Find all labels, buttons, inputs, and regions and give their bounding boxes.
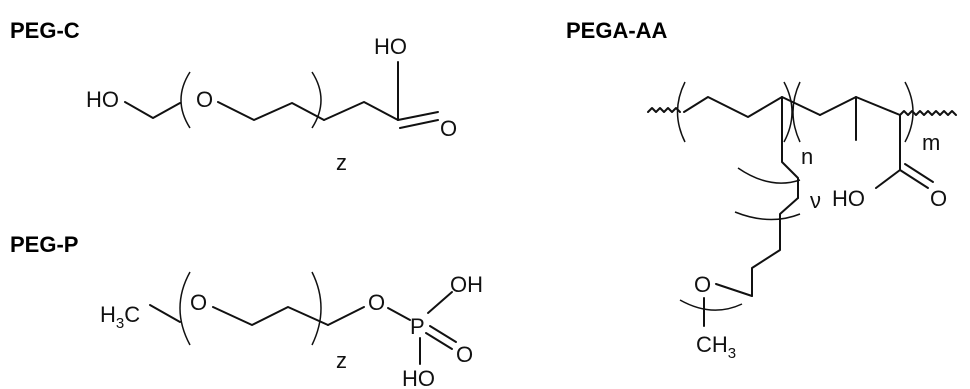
peg-c-right-parenthesis [311, 71, 322, 129]
peg-p-bond-p-o-b [425, 332, 453, 350]
peg-c-bond-repeat [217, 101, 325, 121]
peg-p-left-parenthesis [179, 271, 191, 346]
peg-c-bond-c-o-double [399, 119, 439, 129]
pega-aa-paren-nu-top [737, 167, 801, 184]
peg-c-structure: PEG-C HO O z HO O [10, 18, 457, 175]
pega-aa-backbone [683, 96, 821, 118]
pega-aa-structure: PEGA-AA n m HO O ν O CH3 [566, 18, 957, 362]
pega-aa-bond-c-oh [875, 169, 901, 189]
peg-p-bond-p-oh [427, 291, 453, 314]
pega-aa-paren-n-left [676, 81, 686, 143]
pega-aa-bond-c-o-a [899, 169, 929, 189]
pega-aa-paren-n-right [783, 81, 793, 143]
peg-c-label: PEG-C [10, 18, 80, 43]
pega-aa-bond-sidechain-lower [751, 197, 799, 297]
pega-aa-o-ether: O [694, 272, 711, 297]
pega-aa-paren-nu-bottom [734, 211, 801, 221]
pega-aa-paren-ether [679, 299, 743, 311]
pega-aa-backbone-m [819, 96, 901, 116]
pega-aa-wavy-end-left [647, 107, 681, 113]
peg-p-bond-repeat [212, 306, 329, 326]
pega-aa-label: PEGA-AA [566, 18, 668, 43]
pega-aa-subscript-nu: ν [810, 188, 821, 213]
peg-c-ho-left: HO [86, 87, 119, 112]
peg-p-phosphorus: P [410, 314, 425, 339]
peg-c-bond-tail [323, 101, 399, 121]
peg-c-ho-acid: HO [374, 34, 407, 59]
peg-p-subscript-z: z [336, 348, 347, 373]
peg-c-subscript-z: z [336, 150, 347, 175]
peg-c-bond-c-o-single [397, 111, 439, 121]
pega-aa-bond-sidechain-upper [781, 96, 799, 199]
pega-aa-ho: HO [832, 186, 865, 211]
pega-aa-ch3: CH3 [696, 332, 736, 362]
peg-p-label: PEG-P [10, 232, 78, 257]
peg-p-bond-ester [327, 306, 365, 326]
peg-p-ho: HO [402, 366, 435, 389]
peg-p-o-double: O [456, 342, 473, 367]
peg-p-structure: PEG-P H3C O z O P OH O HO [10, 232, 483, 389]
peg-p-o-ester: O [368, 290, 385, 315]
pega-aa-paren-m-left [792, 81, 801, 143]
peg-p-right-parenthesis [311, 271, 322, 346]
peg-c-o-ether: O [196, 87, 213, 112]
peg-p-o-ether: O [190, 290, 207, 315]
pega-aa-bond-c-o-b [904, 163, 934, 183]
pega-aa-subscript-n: n [801, 144, 813, 169]
peg-p-methyl: H3C [100, 302, 140, 332]
peg-p-bond-o-p [387, 307, 411, 321]
pega-aa-o-carbonyl: O [930, 186, 947, 211]
peg-p-oh: OH [450, 272, 483, 297]
peg-p-bond-methyl [149, 304, 181, 323]
pega-aa-bond-o-chain [715, 283, 753, 297]
peg-c-bond-backbone-a [124, 101, 181, 119]
peg-c-left-parenthesis [180, 71, 191, 129]
peg-p-bond-p-o-a [429, 325, 457, 343]
pega-aa-subscript-m: m [922, 130, 940, 155]
pega-aa-wavy-end-right [899, 110, 957, 116]
peg-c-o-carbonyl: O [440, 116, 457, 141]
